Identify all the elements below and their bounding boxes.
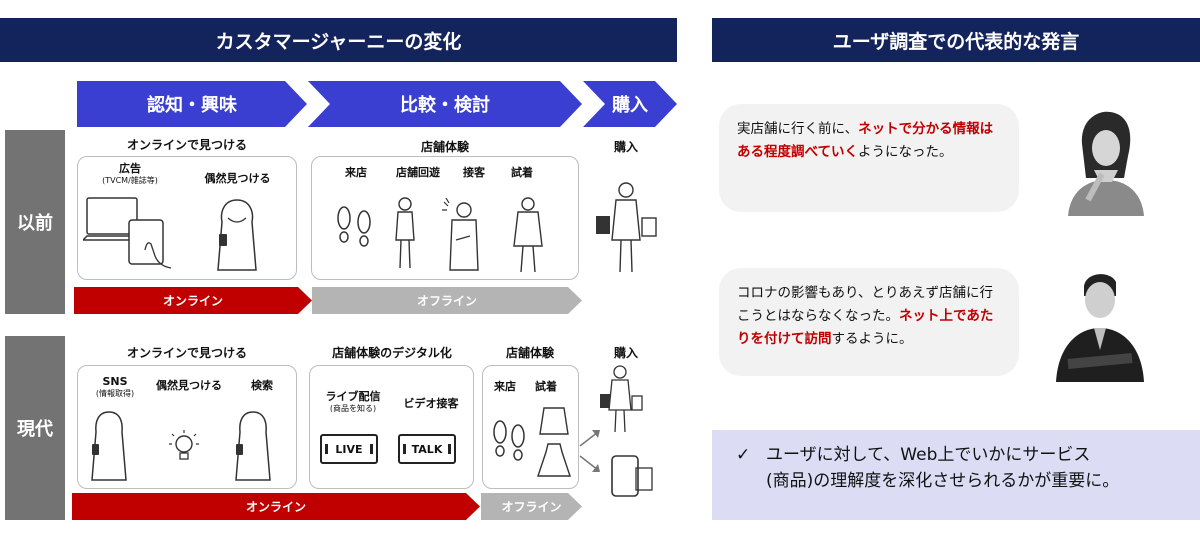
label-visit-now: 来店	[494, 380, 516, 393]
worried-man-photo	[1056, 274, 1144, 382]
row-label-now: 現代	[5, 336, 65, 520]
label-chance-before: 偶然見つける	[204, 172, 271, 185]
offline-band-before: オフライン	[312, 287, 582, 314]
footprints-now-icon	[493, 420, 525, 461]
label-search: 検索	[251, 379, 273, 392]
talk-screen-icon: TALK	[398, 434, 456, 464]
label-live: ライブ配信 (商品を知る)	[325, 390, 381, 413]
online-band-before: オンライン	[74, 287, 312, 314]
section-title-buy-before: 購入	[613, 140, 638, 154]
label-fitting-before: 試着	[511, 166, 533, 179]
check-icon: ✓	[736, 445, 751, 465]
hooded-person-search-icon	[235, 411, 271, 481]
row-label-before: 以前	[5, 130, 65, 314]
journey-header: カスタマージャーニーの変化	[0, 18, 677, 62]
clerk-woman-icon	[442, 197, 479, 271]
quote-bubble-1: 実店舗に行く前に、ネットで分かる情報はある程度調べていくようになった。	[719, 104, 1019, 212]
quote-bubble-2: コロナの影響もあり、とりあえず店舗に行こうとはならなくなった。ネット上であたりを…	[719, 268, 1019, 376]
stage-purchase: 購入	[583, 81, 677, 127]
digital-box	[309, 365, 474, 489]
clothes-icon	[537, 407, 571, 477]
hooded-person-sns-icon	[91, 411, 127, 481]
label-fitting-now: 試着	[535, 380, 557, 393]
label-video: ビデオ接客	[403, 397, 459, 410]
summary-line-2: (商品)の理解度を深化させられるかが重要に。	[766, 471, 1120, 492]
label-roam: 店舗回遊	[396, 166, 440, 179]
section-title-buy-now: 購入	[613, 346, 638, 360]
lightbulb-icon	[169, 430, 199, 460]
shopping-woman-icon-before	[596, 182, 657, 273]
store-box-now	[482, 365, 579, 489]
section-title-online-now: オンラインで見つける	[126, 346, 247, 360]
walking-woman-icon	[395, 197, 415, 269]
survey-header: ユーザ調査での代表的な発言	[712, 18, 1200, 62]
laptop-tablet-icon	[83, 197, 172, 269]
stage-awareness: 認知・興味	[77, 81, 307, 127]
online-box-before	[77, 156, 297, 280]
label-visit-before: 来店	[345, 166, 367, 179]
section-title-store-before: 店舗体験	[420, 140, 469, 154]
label-service: 接客	[463, 166, 485, 179]
live-screen-icon: LIVE	[320, 434, 378, 464]
summary-box: ✓ ユーザに対して、Web上でいかにサービス (商品)の理解度を深化させられるか…	[712, 430, 1200, 520]
label-chance-now: 偶然見つける	[156, 379, 222, 392]
section-title-store-now: 店舗体験	[505, 346, 554, 360]
online-band-now: オンライン	[72, 493, 480, 520]
online-box-now	[77, 365, 297, 489]
thinking-woman-photo	[1068, 111, 1144, 216]
label-sns: SNS (情報取得)	[95, 375, 135, 398]
footprints-icon	[337, 206, 371, 247]
section-title-online-before: オンラインで見つける	[126, 138, 247, 152]
label-ad: 広告 (TVCM/雑誌等)	[102, 162, 158, 185]
purchase-now-icons	[579, 365, 653, 497]
summary-line-1: ユーザに対して、Web上でいかにサービス	[766, 445, 1091, 465]
section-title-digital: 店舗体験のデジタル化	[332, 346, 452, 360]
coat-woman-icon	[513, 197, 543, 273]
stage-comparison: 比較・検討	[308, 81, 582, 127]
hooded-person-phone-icon	[217, 199, 257, 271]
offline-band-now: オフライン	[481, 493, 582, 520]
